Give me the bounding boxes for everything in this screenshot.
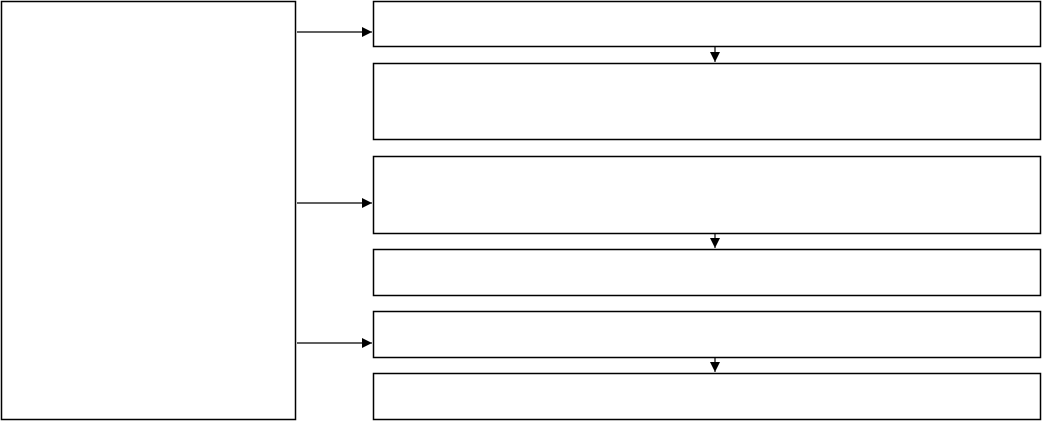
step-box-5 xyxy=(372,310,1042,359)
step-box-3 xyxy=(372,155,1042,235)
step-box-4 xyxy=(372,248,1042,297)
step-box-6 xyxy=(372,372,1042,421)
source-box xyxy=(0,0,297,421)
step-box-1 xyxy=(372,0,1042,48)
step-box-2 xyxy=(372,62,1042,141)
